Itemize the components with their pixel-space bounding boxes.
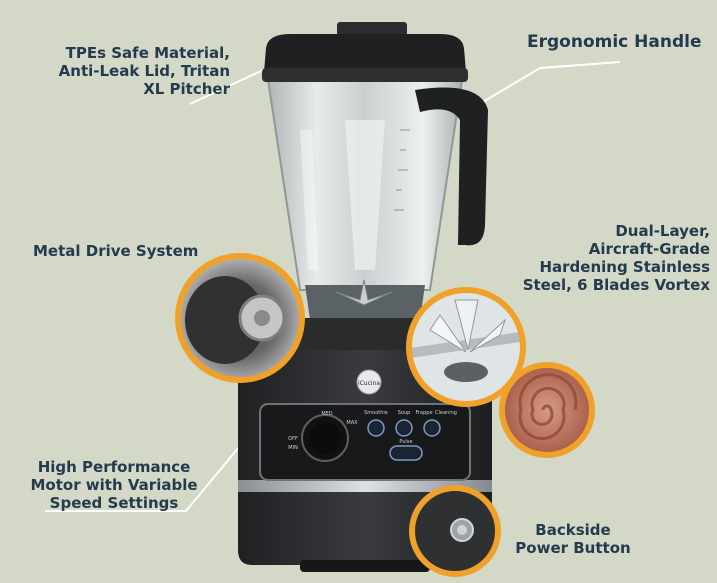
inset-power-button [409,485,501,577]
smoothie-button[interactable] [367,419,385,437]
dial-med-label: MED [321,411,332,417]
brand-logo: iCucina [358,380,380,387]
pulse-label: Pulse [399,439,412,445]
smoothie-label: Smoothie [364,410,388,416]
dial-min-label: MIN [288,445,298,451]
callout-power: Backside Power Button [508,521,638,557]
blender-handle [415,87,488,246]
callout-power-line-1: Backside [535,521,611,539]
callout-motor-line-1: High Performance [37,458,191,476]
callout-blades-line-4: Steel, 6 Blades Vortex [522,276,710,294]
frappe-button[interactable] [423,419,441,437]
callout-drive: Metal Drive System [33,242,198,260]
program-buttons: Smoothie Soup Frappe Cleaning Pulse [364,410,457,461]
blender-jar [266,79,464,320]
callout-power-line-2: Power Button [515,539,631,557]
blender-lid [262,22,468,82]
dial-off-label: OFF [288,436,298,442]
inset-metal-drive [175,253,305,383]
callout-lid-line-1: TPEs Safe Material, [65,44,230,62]
callout-lid-line-2: Anti-Leak Lid, Tritan [58,62,230,80]
callout-blades-line-3: Hardening Stainless [539,258,710,276]
soup-label: Soup [398,410,411,416]
callout-motor: High Performance Motor with Variable Spe… [14,458,214,512]
inset-ground-meat [499,362,595,458]
inset-blades [406,287,526,407]
cleaning-label: Cleaning [435,410,457,416]
callout-handle: Ergonomic Handle [527,33,702,51]
callout-lid: TPEs Safe Material, Anti-Leak Lid, Trita… [30,44,230,98]
callout-drive-line-1: Metal Drive System [33,242,199,260]
callout-blades-line-1: Dual-Layer, [615,222,710,240]
callout-blades: Dual-Layer, Aircraft-Grade Hardening Sta… [500,222,710,294]
callout-lid-line-3: XL Pitcher [143,80,230,98]
callout-motor-line-3: Speed Settings [49,494,179,512]
callout-blades-line-2: Aircraft-Grade [588,240,710,258]
dial-max-label: MAX [346,420,358,426]
soup-button[interactable] [395,419,413,437]
callout-handle-line-1: Ergonomic Handle [527,32,702,52]
frappe-label: Frappe [415,410,432,416]
pulse-button[interactable] [389,445,423,461]
callout-motor-line-2: Motor with Variable [30,476,198,494]
